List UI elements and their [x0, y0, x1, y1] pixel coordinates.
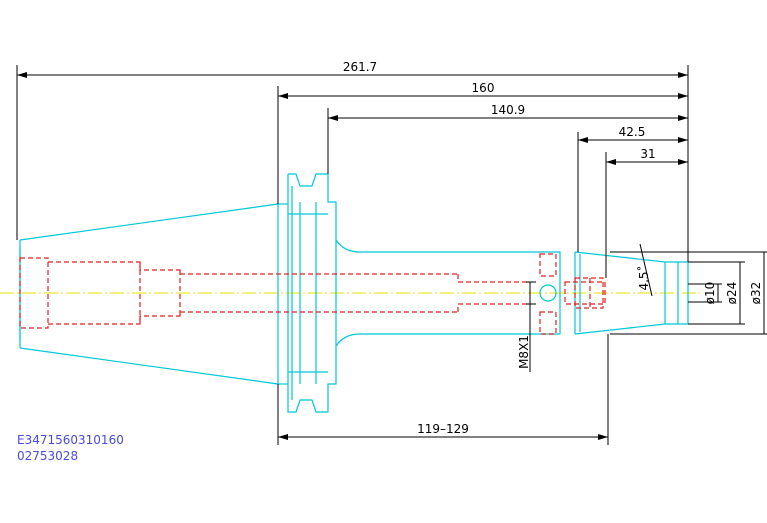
dim-diameter-24: ø24: [725, 282, 739, 305]
dim-bore-depth: 42.5: [619, 125, 646, 139]
internal-bore: [19, 253, 606, 335]
dim-overall-length: 261.7: [343, 60, 377, 74]
dim-thread: M8X1: [517, 335, 531, 369]
dim-gauge-range: 119–129: [417, 422, 469, 436]
dim-nose-length: 31: [640, 147, 655, 161]
dim-diameter-32: ø32: [749, 282, 763, 305]
holder-outline: [19, 173, 689, 413]
dim-diameter-10: ø10: [703, 282, 717, 305]
dim-groove-to-end: 140.9: [491, 103, 525, 117]
part-number: E3471560310160: [17, 433, 124, 447]
dimension-lines: [16, 65, 767, 445]
dim-flange-to-end: 160: [472, 81, 495, 95]
order-number: 02753028: [17, 449, 78, 463]
dim-angle: 4.5˚: [636, 265, 651, 290]
